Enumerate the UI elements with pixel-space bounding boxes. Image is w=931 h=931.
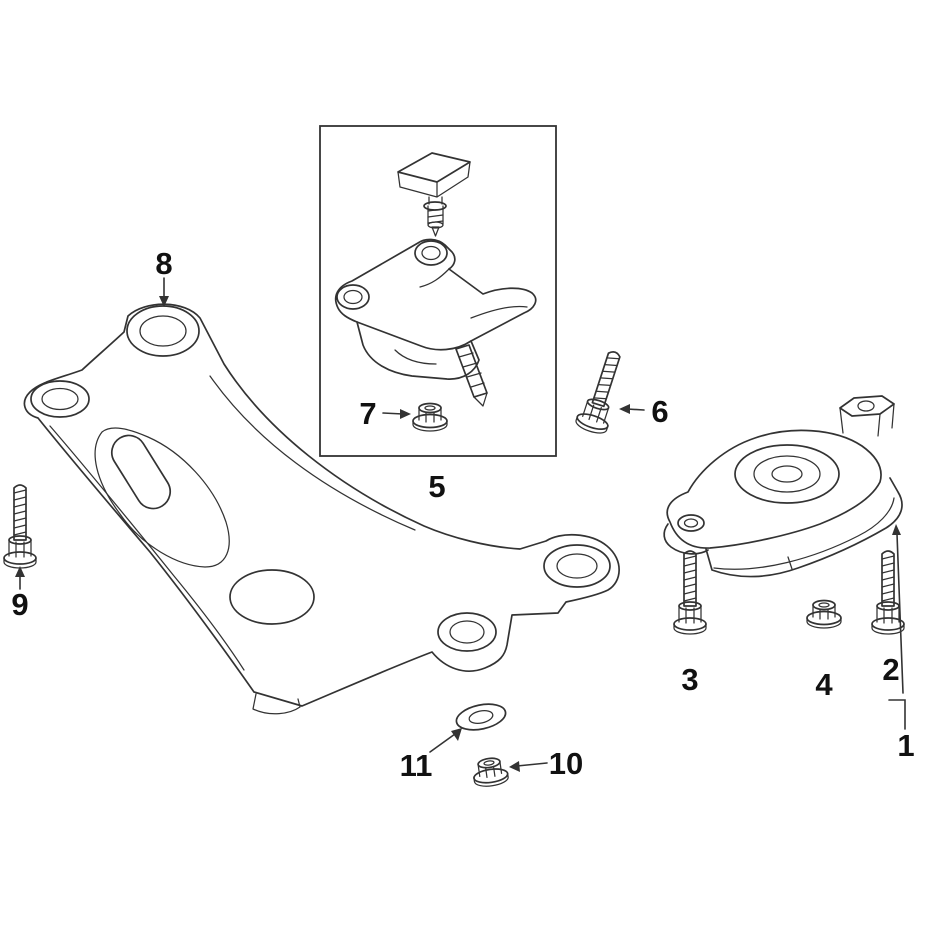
washer-11-drawing — [455, 703, 507, 731]
callout-1-label: 1 — [897, 728, 914, 763]
crossmember-slot-hole — [110, 434, 172, 510]
bracket-stud — [455, 344, 488, 407]
bolt-hole-ring — [437, 612, 497, 652]
mount-bracket-drawing — [334, 238, 537, 407]
callout-3-label: 3 — [681, 662, 698, 697]
callout-6-label: 6 — [651, 394, 668, 429]
arrow-7 — [382, 412, 404, 415]
crossmember-center-hole — [229, 569, 315, 625]
inset-box — [319, 125, 557, 457]
callout-arrows — [15, 277, 906, 772]
arrowhead-1 — [892, 524, 901, 535]
bolt-hole-ring — [414, 240, 448, 266]
callout-9-label: 9 — [11, 587, 28, 622]
arrowhead-10 — [509, 761, 520, 772]
arrow-1 — [896, 533, 904, 694]
arrowhead-8 — [159, 296, 169, 307]
bolt-hole-ring — [336, 284, 370, 310]
mount-skirt — [705, 477, 903, 578]
arrowhead-11 — [451, 728, 462, 741]
nut-4-drawing — [806, 599, 842, 629]
bracket-1 — [888, 699, 906, 730]
mount-stopper-drawing — [397, 152, 471, 237]
crossmember-drawing — [23, 303, 620, 715]
arrow-11 — [429, 733, 456, 753]
mount-top-bracket — [839, 395, 895, 437]
callout-4-label: 4 — [815, 667, 833, 702]
bolt-hole-ring — [543, 544, 611, 588]
nut-7-drawing — [412, 402, 448, 432]
callout-11-label: 11 — [400, 748, 433, 783]
callout-7-label: 7 — [359, 396, 376, 431]
bolt-9-drawing — [3, 484, 37, 569]
mount-left-tab — [663, 514, 709, 555]
callout-10-label: 10 — [549, 746, 583, 781]
crossmember-foot — [252, 693, 301, 715]
arrowhead-9 — [15, 566, 25, 577]
arrow-10 — [516, 762, 548, 767]
inset-box-border — [319, 125, 557, 457]
bolt-6-drawing — [573, 346, 632, 437]
callout-2-label: 2 — [882, 652, 899, 687]
transmission-mount-drawing — [663, 395, 903, 578]
nut-10-drawing — [470, 755, 510, 789]
bolt-hole-ring — [30, 380, 90, 418]
callout-labels: 1 2 3 4 5 6 7 8 9 10 11 — [11, 246, 914, 783]
crossmember-recess — [94, 427, 230, 568]
arrowhead-6 — [619, 404, 630, 414]
arrowhead-7 — [400, 409, 411, 419]
bolt-hole-ring — [126, 305, 200, 357]
callout-5-label: 5 — [428, 469, 445, 504]
bolt-3-drawing — [673, 550, 707, 635]
callout-8-label: 8 — [155, 246, 172, 281]
